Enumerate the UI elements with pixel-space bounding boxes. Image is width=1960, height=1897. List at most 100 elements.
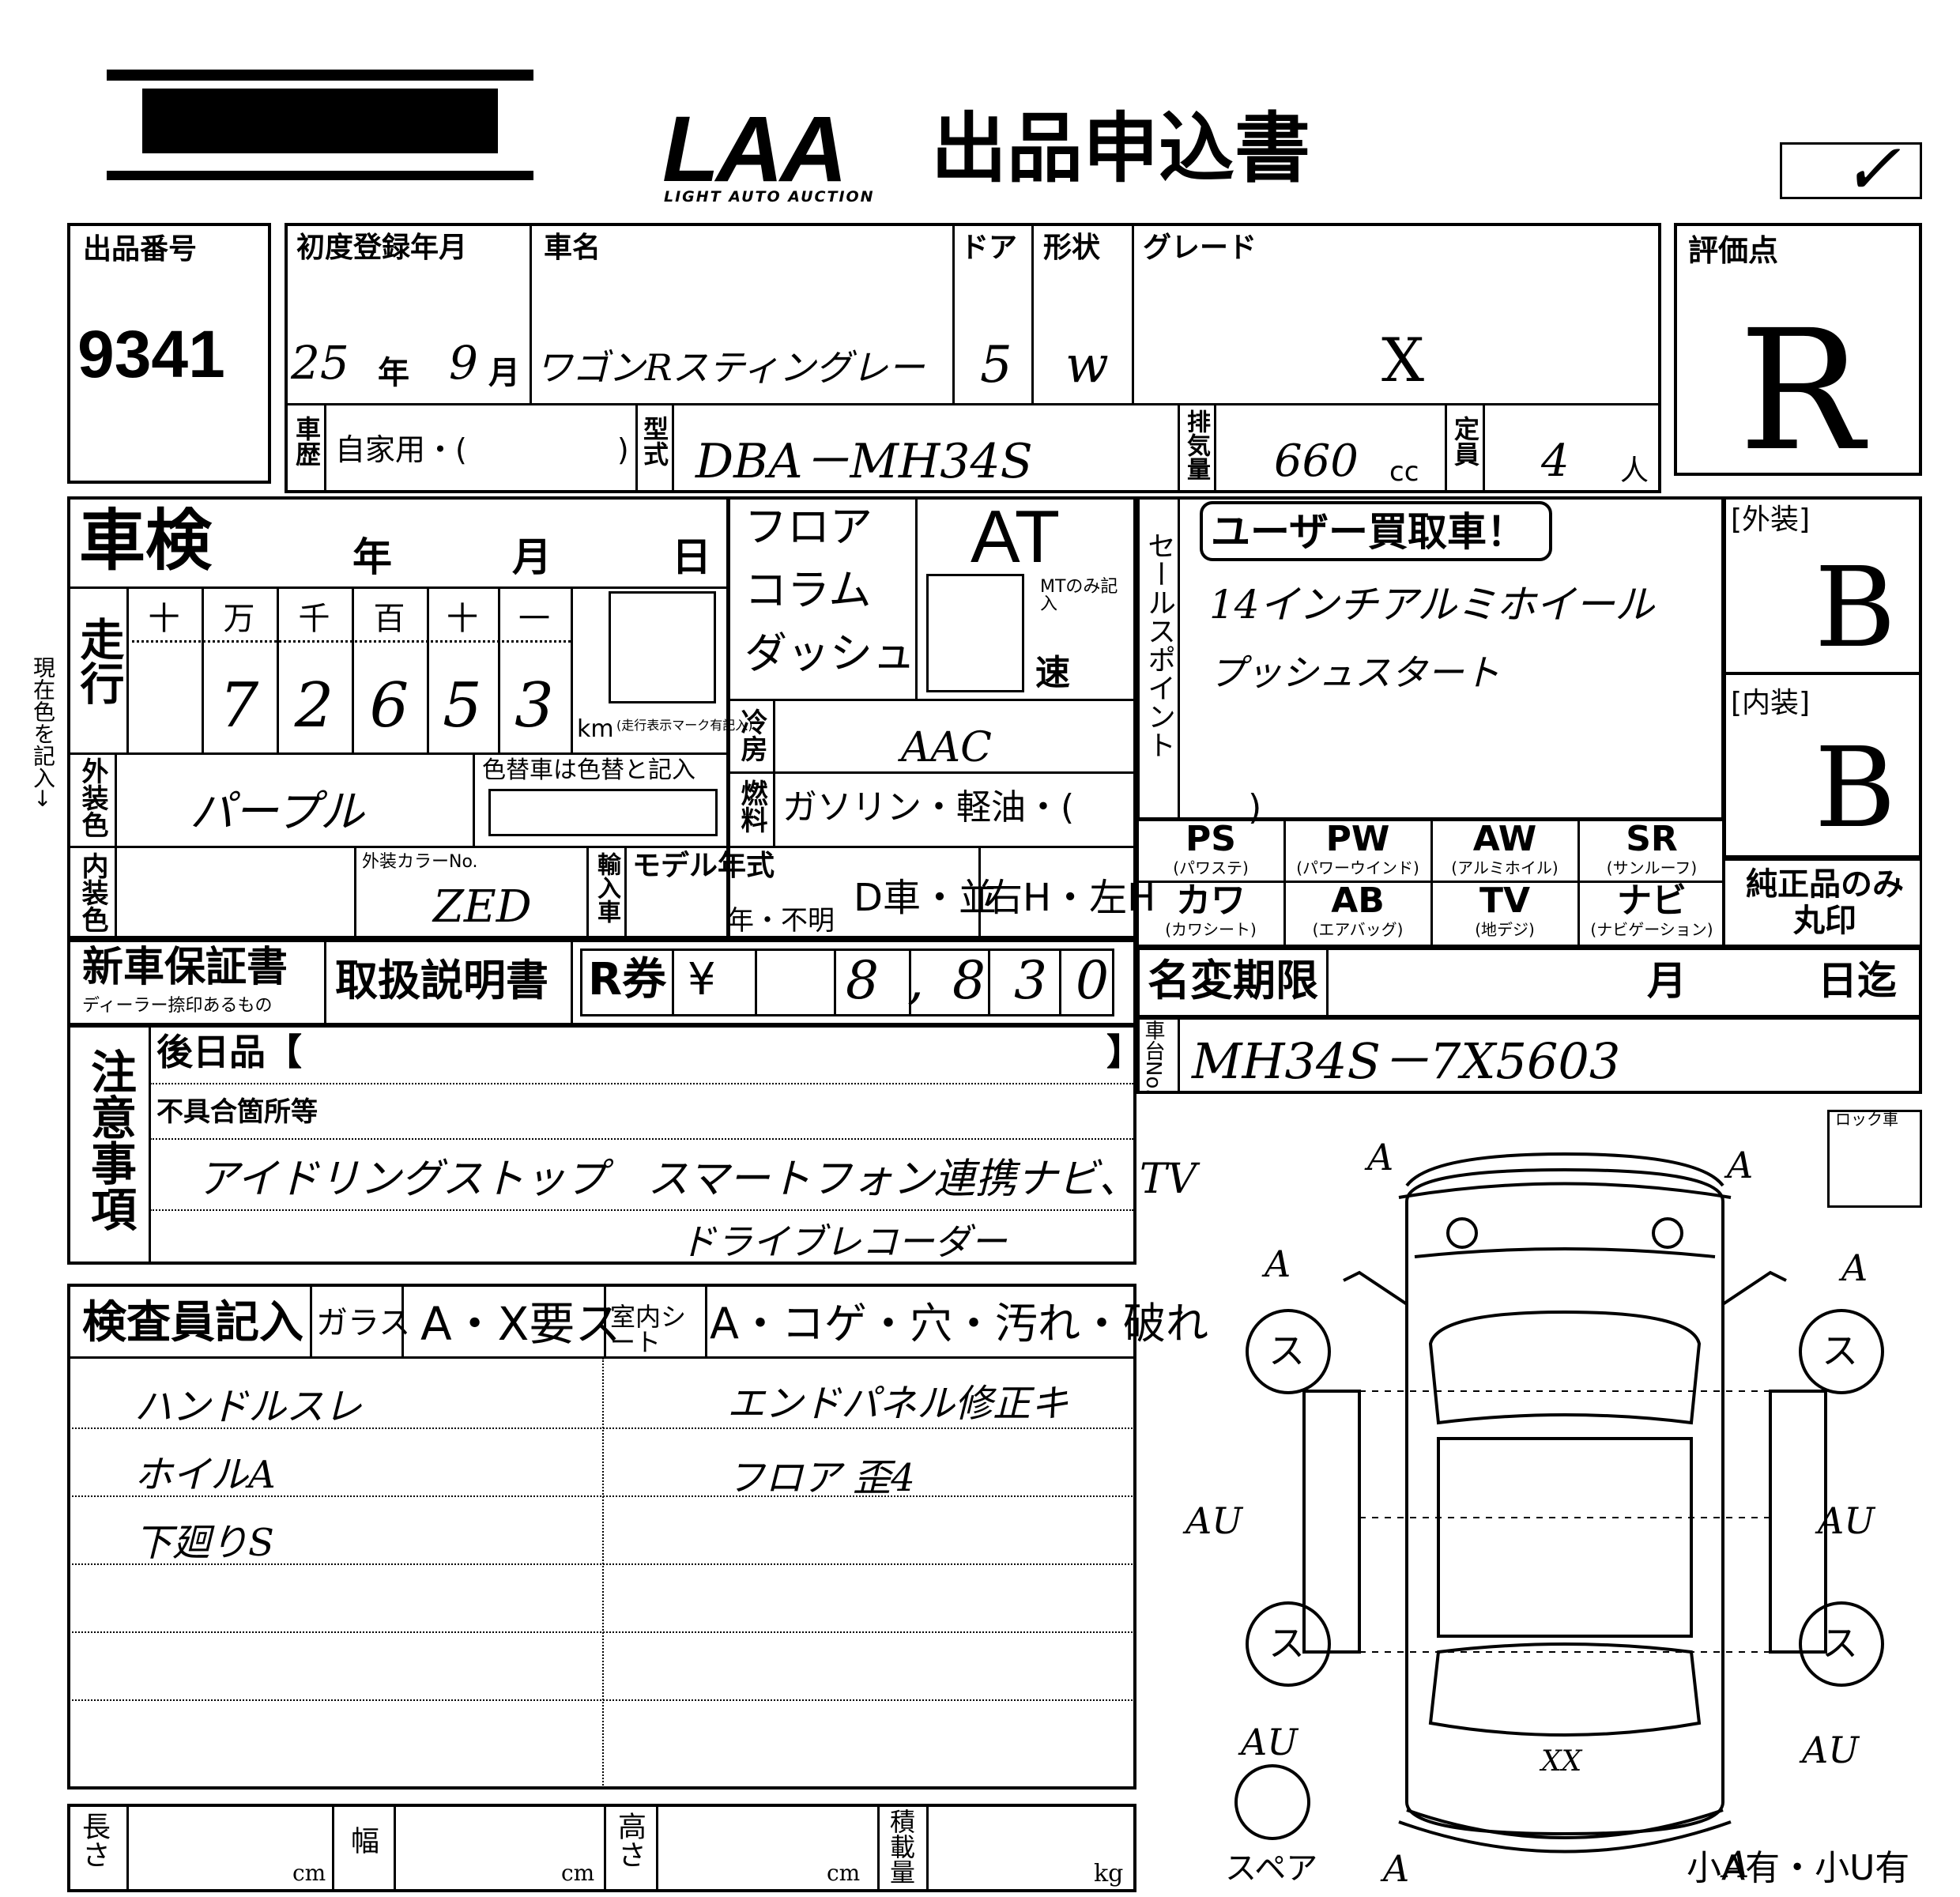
equip-sr-code: SR	[1626, 819, 1678, 859]
mark-au-1: AU	[1182, 1499, 1244, 1542]
name-change-label: 名変期限	[1148, 956, 1318, 1005]
mileage-digit: 6	[369, 670, 409, 741]
yen-sign: ¥	[688, 954, 716, 1005]
score-label: 評価点	[1688, 233, 1779, 268]
name-change-day: 日迄	[1818, 958, 1897, 1004]
shaken-month: 月	[512, 534, 552, 580]
mileage-label: 走行	[73, 617, 124, 705]
vehicle-info-box	[285, 223, 1661, 493]
notes-label: 注意事項	[83, 1048, 137, 1231]
sales-point-label: セールスポイント	[1143, 531, 1175, 759]
model-label: 型式	[639, 416, 669, 466]
chassis-label: 車台No.	[1141, 1020, 1165, 1096]
load-label: 積載量	[886, 1808, 916, 1884]
equip-leather-code: カワ	[1176, 881, 1246, 921]
mark-xx: XX	[1539, 1745, 1583, 1778]
equip-tv: TV(地デジ)	[1432, 881, 1577, 939]
repaint-label: 色替車は色替と記入	[482, 756, 695, 784]
inspector-right-2: フロア 歪4	[727, 1456, 915, 1500]
year-unit: 年	[378, 355, 409, 391]
chassis-box	[1136, 1016, 1922, 1094]
int-color-label: 内装色	[77, 852, 108, 933]
transmission-type: AT	[971, 495, 1061, 578]
width-unit: cm	[561, 1860, 595, 1886]
mileage-digit: 3	[514, 670, 554, 741]
mark-s-3: ス	[1268, 1622, 1305, 1665]
displacement-label: 排気量	[1182, 409, 1210, 481]
genuine-label: 純正品のみ丸印	[1746, 866, 1904, 939]
equip-ab: AB(エアバッグ)	[1285, 884, 1430, 939]
steering-option: 右H・左H	[985, 876, 1156, 920]
lock-car-box	[1827, 1110, 1922, 1208]
capacity-value: 4	[1541, 436, 1570, 487]
sales-line-1: 14インチアルミホイール	[1209, 582, 1655, 628]
laa-logo: LAA LIGHT AUTO AUCTION	[662, 103, 923, 206]
buyback-badge-text: ユーザー買取車！	[1211, 509, 1526, 555]
grade-value: X	[1381, 325, 1425, 395]
equip-ab-sub: (エアバッグ)	[1312, 920, 1404, 939]
redacted-stamp	[107, 70, 533, 187]
equip-sr-sub: (サンルーフ)	[1606, 858, 1698, 877]
shaken-year: 年	[352, 534, 392, 580]
buyback-badge	[1200, 501, 1552, 561]
inspector-label: 検査員記入	[82, 1297, 303, 1348]
wheel-rear-left	[1246, 1601, 1331, 1687]
later-items-close: 】	[1106, 1031, 1143, 1073]
rear-bumper	[1406, 1808, 1724, 1839]
mark-a-1: A	[1364, 1136, 1393, 1179]
first-reg-month: 9	[449, 336, 478, 390]
inspector-left-1: ハンドルスレ	[134, 1385, 363, 1429]
right-mirror	[1721, 1270, 1787, 1306]
width-label: 幅	[346, 1826, 379, 1854]
seat-label: 室内シート	[610, 1302, 687, 1357]
meter-mark-box	[609, 591, 716, 703]
shift-floor: フロア	[744, 502, 873, 552]
hood-line	[1414, 1247, 1716, 1258]
equip-tv-code: TV	[1479, 881, 1531, 921]
check-box	[1780, 142, 1922, 199]
mark-a-5: A	[1380, 1847, 1409, 1890]
month-unit: 月	[488, 355, 520, 391]
ac-label: 冷房	[736, 708, 767, 762]
color-no-label: 外装カラーNo.	[362, 852, 478, 872]
mark-a-6: A	[1720, 1843, 1749, 1886]
height-unit: cm	[827, 1860, 861, 1886]
car-name: ワゴンRスティングレー	[536, 346, 925, 389]
shift-options: フロア コラム ダッシュ	[744, 502, 915, 675]
transmission-block	[727, 496, 1136, 939]
grade-label: グレード	[1143, 232, 1257, 264]
mileage-digit-header: 一	[518, 601, 550, 637]
shaken-day: 日	[672, 534, 711, 580]
warranty-sub: ディーラー捺印あるもの	[82, 996, 273, 1016]
door-count: 5	[980, 336, 1012, 394]
capacity-label: 定員	[1450, 416, 1480, 466]
equip-aw-sub: (アルミホイル)	[1451, 858, 1559, 877]
interior-label: [内装]	[1731, 687, 1811, 719]
notes-line-2: ドライブレコーダー	[680, 1220, 1007, 1263]
length-label: 長さ	[77, 1812, 110, 1869]
equip-tv-sub: (地デジ)	[1475, 920, 1535, 939]
glass-options: A・X要ス	[420, 1297, 621, 1351]
mileage-digit-header: 十	[447, 601, 478, 637]
score-value: R	[1739, 294, 1864, 488]
small-marks-label: 小A有・小U有	[1687, 1848, 1910, 1888]
equip-ps-sub: (パワステ)	[1173, 858, 1249, 877]
left-mirror	[1343, 1270, 1408, 1306]
recycle-label: R券	[588, 954, 667, 1005]
length-unit: cm	[292, 1860, 326, 1886]
shaken-label: 車検	[79, 502, 213, 579]
document-title: 出品申込書	[931, 104, 1310, 193]
chassis-number: MH34S－7X5603	[1192, 1032, 1621, 1090]
notes-line-1: アイドリングストップ スマートフォン連携ナビ、TV	[198, 1156, 1197, 1203]
lock-car-label: ロック車	[1835, 1110, 1898, 1129]
equip-ps: PS(パワステ)	[1138, 822, 1283, 877]
genuine-box	[1723, 858, 1922, 947]
meter-note: (走行表示マーク有記入)	[616, 718, 753, 733]
equip-pw-code: PW	[1325, 819, 1390, 859]
wheel-rear-right	[1799, 1601, 1884, 1687]
inspector-left-3: 下廻りS	[134, 1521, 274, 1565]
current-color-note: 現在色を記入→	[30, 656, 56, 808]
interior-grade-box	[1723, 672, 1922, 858]
rear-window	[1428, 1642, 1702, 1737]
equip-navi-code: ナビ	[1617, 881, 1687, 921]
